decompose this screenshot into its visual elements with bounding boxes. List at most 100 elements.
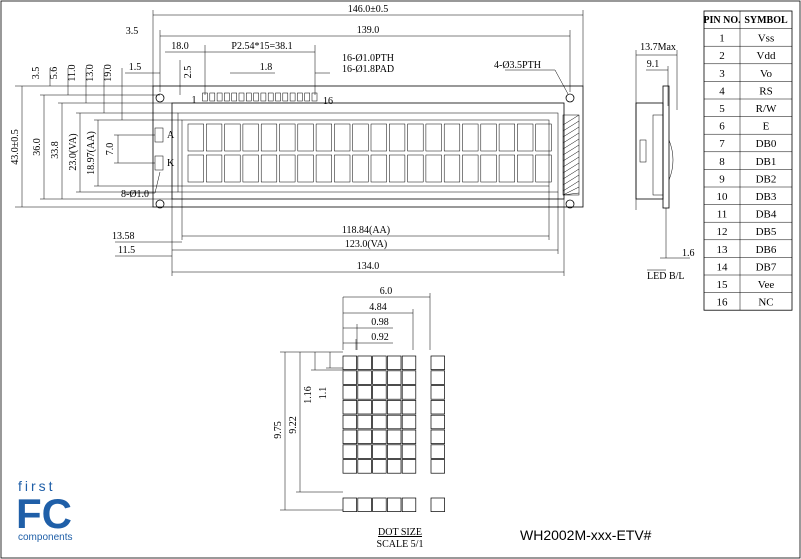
matrix-dot [387,429,402,444]
matrix-dot [372,385,387,400]
header-pin [231,92,237,102]
company-logo: first FC components [16,478,72,543]
character-cell [462,154,479,183]
character-cell [187,123,204,152]
logo-first: first [18,478,56,494]
pin-symbol: NC [758,297,773,309]
front-view: 146.0±0.5 139.0 3.5 18.0 P2.54*15=38.1 1… [10,4,584,276]
dim-v-36-0: 36.0 [32,138,43,156]
dim-dot-9-22: 9.22 [288,416,299,434]
dim-v-11-0: 11.0 [67,64,78,81]
character-cell [389,154,406,183]
character-cell [425,154,442,183]
character-cell [242,123,259,152]
character-cell [334,154,351,183]
character-cell [535,123,552,152]
pin-symbol: Vo [760,68,773,80]
character-cell [443,154,461,183]
matrix-dot [387,385,402,400]
label-cathode: K [167,158,175,169]
pin-number: 8 [719,156,725,168]
matrix-dot [357,459,372,474]
pin-symbol: DB1 [756,156,777,168]
led-cathode-pad [154,155,164,171]
dim-dot-0-98: 0.98 [371,317,389,328]
pin-symbol: DB0 [756,138,777,150]
header-pin [238,92,245,102]
mount-hole [155,199,165,209]
pin-number: 9 [719,173,725,185]
character-cell [407,154,424,183]
character-cell [462,123,479,152]
matrix-dot [401,444,417,459]
character-cell [389,123,406,152]
dim-h-134: 134.0 [357,261,380,272]
character-cell [407,123,424,152]
dim-h-13-58: 13.58 [112,231,135,242]
matrix-dot [372,459,387,474]
header-pin [289,92,296,102]
pin-symbol: Vss [758,33,775,45]
character-cells [187,123,552,183]
matrix-dot [430,414,445,430]
pin-number: 6 [719,121,725,133]
character-cell [297,123,314,152]
matrix-dot [387,459,402,474]
dim-pad: 16-Ø1.8PAD [342,64,394,75]
dim-v-aa: 18.97(AA) [86,131,97,175]
matrix-dot [372,444,387,459]
dim-h-11-5: 11.5 [118,245,135,256]
pin16-label: 16 [323,96,333,107]
matrix-dot [387,414,402,430]
dot-size-label: DOT SIZE [378,527,422,538]
cursor-dot [387,497,402,512]
mount-hole [565,93,575,103]
dim-dot-6-0: 6.0 [380,286,393,297]
dim-v-va: 23.0(VA) [68,133,79,170]
character-cell [206,123,223,152]
matrix-dot [342,355,357,370]
character-cell [187,154,204,183]
character-cell [242,154,259,183]
pin-symbol: DB4 [756,209,777,221]
dim-side-9-1: 9.1 [647,59,660,70]
matrix-dot [401,400,417,415]
matrix-dot [357,370,372,385]
character-cell [315,123,332,152]
pin-symbol: DB2 [756,173,777,185]
matrix-dot [387,355,402,370]
dim-left-offset: 3.5 [126,26,139,37]
pin-number: 11 [717,209,728,221]
matrix-dot [342,400,357,415]
dim-dot-1-1: 1.1 [318,387,329,400]
part-number: WH2002M-xxx-ETV# [520,527,652,543]
matrix-dot [430,459,445,474]
side-backlight [652,114,664,196]
matrix-dot [401,459,417,474]
matrix-dot [387,444,402,459]
logo-fc: FC [16,490,72,537]
matrix-dot [372,370,387,385]
character-cell [498,123,515,152]
label-anode: A [167,130,175,141]
matrix-dot [430,400,445,415]
character-cell [480,123,497,152]
matrix-dot [342,429,357,444]
matrix-dot [401,429,417,444]
scale-label: SCALE 5/1 [377,539,424,550]
dim-v-33-8: 33.8 [50,141,61,159]
cursor-dot [342,497,357,512]
pin-number: 15 [717,279,729,291]
side-view: 13.7Max 9.1 1.6 LED B/L [635,42,695,282]
pin-symbol: R/W [756,103,777,115]
dim-side-13-7: 13.7Max [640,42,676,53]
dim-v-19-0: 19.0 [103,64,114,82]
matrix-dot [401,370,417,385]
dim-dot-4-84: 4.84 [369,302,387,313]
pin1-label: 1 [192,95,197,106]
character-cell [224,123,241,152]
header-pin [253,92,259,102]
active-area [181,119,550,187]
header-pin [224,92,230,102]
